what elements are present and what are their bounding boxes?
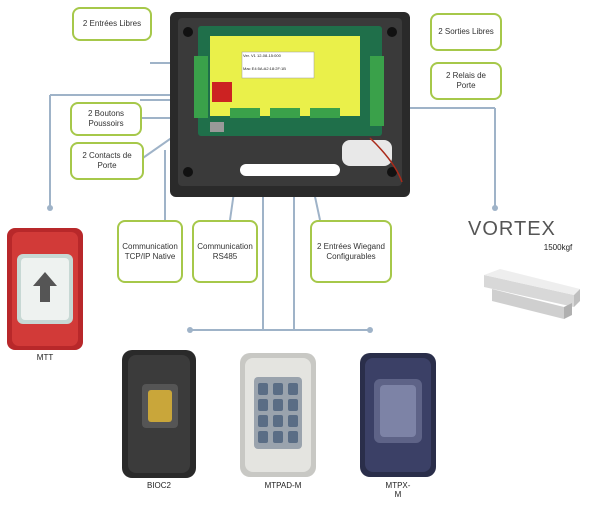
lcd-line-1: Ver. V1 12-08-15:000 [243,53,281,58]
mtpad-keypad-image [240,353,316,477]
lcd-line-2: Mac E4:5A:A2:18:2F:1B [243,66,286,71]
label-mtpx: MTPX- M [385,481,411,499]
controller-enclosure [170,12,410,197]
label-vortex-force: 1500kgf [543,243,573,252]
callout-relais-porte: 2 Relais de Porte [430,62,502,100]
callout-contacts-porte: 2 Contacts de Porte [70,142,144,180]
mtt-exit-button-image [7,228,83,350]
bioc2-reader-image [122,350,196,478]
label-mtpad: MTPAD-M [264,481,302,490]
callout-communication-rs485: Communication RS485 [192,220,258,283]
vortex-magnetic-lock-image [484,269,580,319]
callout-sorties-libres: 2 Sorties Libres [430,13,502,51]
mtpx-reader-image [360,353,436,477]
callout-entrees-libres: 2 Entrées Libres [72,7,152,41]
callout-boutons-poussoirs: 2 Boutons Poussoirs [70,102,142,136]
label-mtt: MTT [36,353,54,362]
label-bioc2: BIOC2 [146,481,171,490]
callout-communication-tcpip: Communication TCP/IP Native [117,220,183,283]
callout-entrees-wiegand: 2 Entrées Wiegand Configurables [310,220,392,283]
vortex-logo: VORTEX [468,218,556,240]
